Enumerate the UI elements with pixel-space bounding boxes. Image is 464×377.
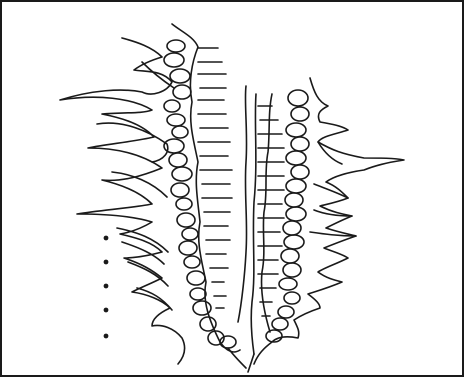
central-axis-left	[238, 86, 247, 322]
left-lobe-7	[137, 288, 172, 310]
central-axis-right	[251, 94, 256, 354]
left-cells	[164, 40, 236, 348]
dot	[104, 308, 109, 313]
left-branch-outline	[60, 38, 185, 364]
dot	[104, 334, 109, 339]
right-cells	[266, 90, 309, 342]
right-lobe-1	[318, 142, 342, 164]
left-branch-inner-edge	[172, 24, 240, 352]
left-lobe-2	[97, 123, 168, 162]
dot	[104, 284, 109, 289]
right-branch-outline	[254, 78, 404, 364]
right-lobe-2	[314, 184, 348, 198]
dot	[104, 260, 109, 265]
dot-markers	[104, 236, 109, 339]
right-branch-inner-edge	[261, 94, 272, 332]
left-lobe-6	[128, 262, 168, 286]
dot	[104, 236, 109, 241]
